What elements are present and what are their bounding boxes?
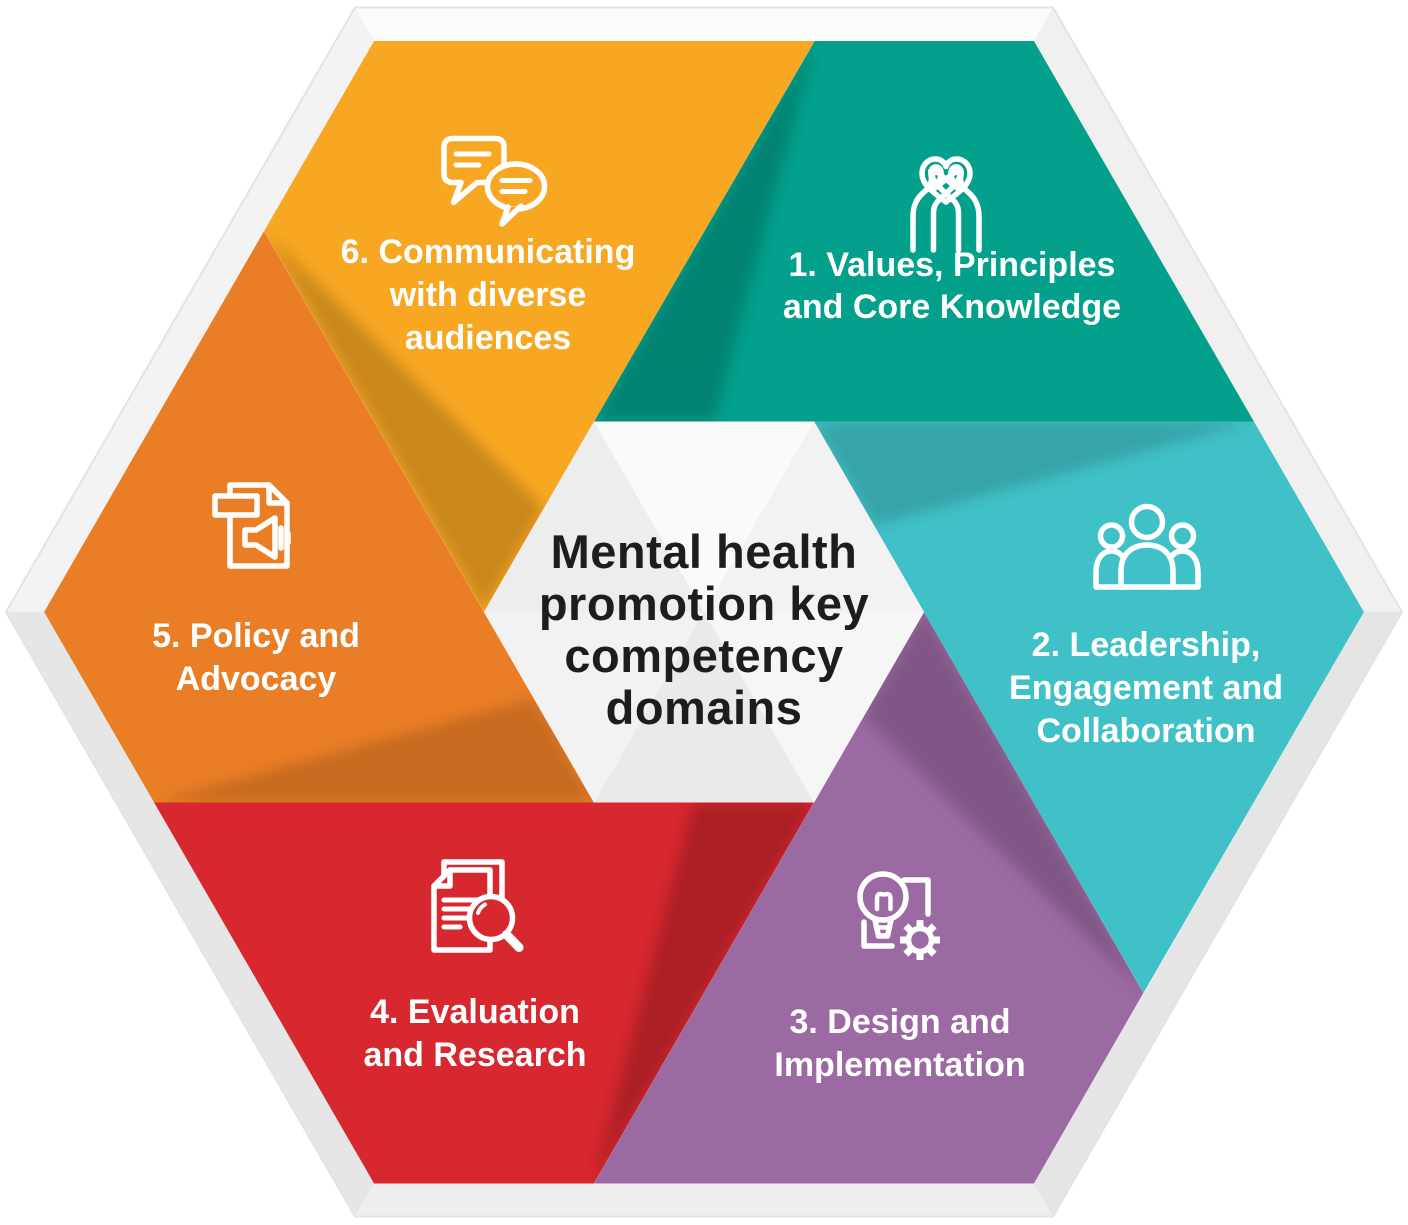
left-person-head xyxy=(1097,522,1126,550)
segment-3-label: 3. Design and xyxy=(789,1003,1010,1041)
back-bubble xyxy=(441,135,507,206)
border-facet-upper-right xyxy=(1034,7,1402,612)
title-line-2: promotion key xyxy=(539,577,869,630)
center-facet-lower-left xyxy=(484,612,704,803)
title-line-1: Mental health xyxy=(551,525,858,578)
segment-6-label: 6. Communicating xyxy=(341,233,636,271)
text-lines xyxy=(441,897,483,930)
front-bubble-lines xyxy=(499,178,533,194)
filament-right xyxy=(882,891,893,912)
front-bubble xyxy=(484,161,548,212)
front-bubble-tail xyxy=(499,203,524,227)
center-facet-top xyxy=(594,421,814,612)
document-megaphone-icon xyxy=(212,482,291,569)
segment-5-policy xyxy=(44,231,594,803)
center-hexagon xyxy=(484,421,924,803)
segment-4-overlap-shadow xyxy=(594,802,814,1184)
segment-5-overlap-shadow xyxy=(154,698,594,803)
page-title: Mental health promotion key competency d… xyxy=(539,525,869,734)
gear-teeth xyxy=(900,920,940,960)
hands-holding-heart-icon xyxy=(910,156,982,253)
speech-bubbles-icon xyxy=(441,135,548,227)
segment-2-leadership xyxy=(814,421,1364,993)
segment-1-label: and Core Knowledge xyxy=(783,288,1121,326)
segment-6-overlap-shadow xyxy=(264,231,544,612)
border-facet-bottom xyxy=(355,1183,1053,1217)
document-banner xyxy=(212,493,260,518)
center-facet-lower-right xyxy=(704,612,924,803)
heart-icon xyxy=(919,156,973,205)
segment-3-label: Implementation xyxy=(774,1046,1025,1084)
segment-2-overlap-shadow xyxy=(814,421,1254,526)
document-fold xyxy=(266,482,290,506)
megaphone-icon xyxy=(242,515,278,560)
segment-2-label: Engagement and xyxy=(1009,669,1283,707)
center-facet-upper-left xyxy=(484,421,704,612)
segment-2-shape xyxy=(814,421,1364,993)
segment-2-label: Collaboration xyxy=(1036,712,1255,750)
magnifier-handle xyxy=(502,930,524,952)
segment-2-label: 2. Leadership, xyxy=(1032,626,1261,664)
segment-6-communicating xyxy=(264,41,815,612)
border-outline xyxy=(4,6,1404,1218)
people-group-icon xyxy=(1093,503,1201,590)
filament-left xyxy=(874,891,885,912)
connector-left xyxy=(861,919,895,949)
segment-6-label: with diverse xyxy=(389,276,587,314)
center-facet-bottom xyxy=(594,612,814,803)
sheet-fold xyxy=(431,867,453,889)
segment-5-shape xyxy=(44,231,594,803)
segment-5-label: Advocacy xyxy=(176,660,337,698)
segment-4-label: 4. Evaluation xyxy=(370,993,580,1031)
front-person-head xyxy=(1128,503,1166,541)
segment-1-label: 1. Values, Principles xyxy=(789,246,1116,284)
segment-4-evaluation xyxy=(154,802,814,1184)
gear-ring xyxy=(905,925,935,955)
right-person-head xyxy=(1168,522,1197,550)
border-facet-top xyxy=(355,7,1053,41)
segment-5-label: 5. Policy and xyxy=(152,617,360,655)
center-facet-upper-right xyxy=(704,421,924,612)
back-bubble-lines xyxy=(453,151,492,168)
title-line-4: domains xyxy=(606,681,803,734)
border-facet-lower-right xyxy=(1034,612,1402,1217)
segment-3-overlap-shadow xyxy=(864,612,1144,993)
documents-magnifier-icon xyxy=(431,859,524,953)
segment-4-label: and Research xyxy=(364,1036,587,1074)
segment-1-shape xyxy=(594,41,1254,422)
connector-right xyxy=(901,877,931,917)
outer-border-ring xyxy=(4,6,1404,1218)
bulb-glass xyxy=(857,871,909,923)
segment-labels: 1. Values, Principles and Core Knowledge… xyxy=(152,233,1283,1084)
title-line-3: competency xyxy=(564,629,843,682)
right-hand-icon xyxy=(929,164,982,253)
lightbulb-gear-icon xyxy=(857,871,940,960)
segment-6-label: audiences xyxy=(405,319,571,357)
sound-waves xyxy=(278,525,291,551)
lens-reflection xyxy=(476,902,487,915)
border-facet-upper-left xyxy=(6,7,374,612)
border-facet-lower-left xyxy=(6,612,374,1217)
front-person-body xyxy=(1118,542,1176,590)
